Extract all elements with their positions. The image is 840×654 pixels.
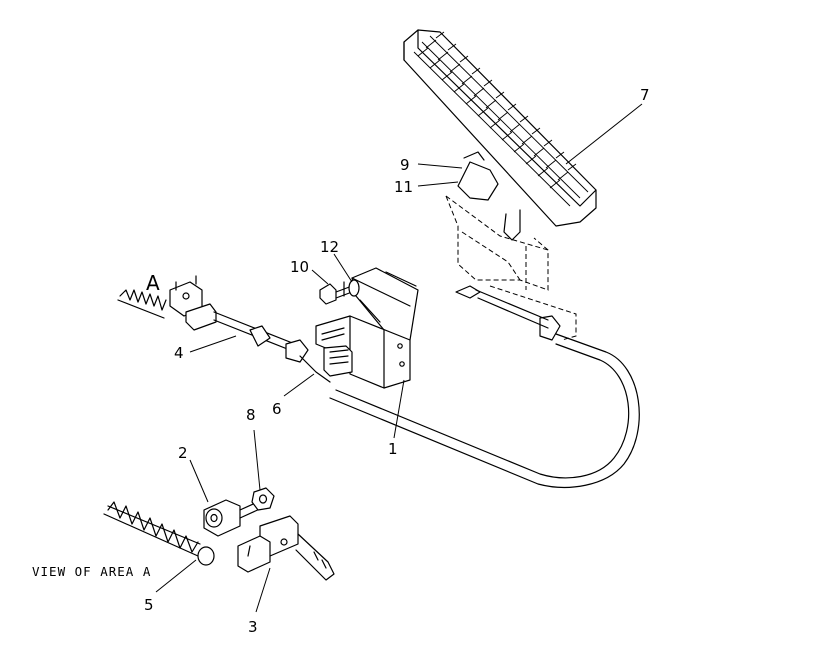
callout-1: 1 <box>388 440 398 458</box>
callout-6: 6 <box>272 400 282 418</box>
callout-3: 3 <box>248 618 258 636</box>
callout-5: 5 <box>144 596 154 614</box>
accelerator-pedal <box>403 29 597 341</box>
detail-view-a <box>103 487 335 581</box>
callout-2: 2 <box>178 444 188 462</box>
callout-8: 8 <box>246 406 256 424</box>
area-marker-a: A <box>146 271 160 295</box>
mounting-bracket <box>315 267 419 389</box>
callout-9: 9 <box>400 156 410 174</box>
cable-end-assembly <box>117 275 331 383</box>
bolt-and-washer <box>319 279 360 305</box>
pedal-tread <box>413 31 589 207</box>
callout-12: 12 <box>320 238 339 256</box>
throttle-cable <box>329 333 640 488</box>
leader-lines <box>155 103 643 613</box>
callout-4: 4 <box>174 344 184 362</box>
callout-10: 10 <box>290 258 309 276</box>
view-of-area-a-label: VIEW OF AREA A <box>32 564 151 579</box>
callout-7: 7 <box>640 86 650 104</box>
callout-labels: 7 9 11 12 10 A 4 6 1 8 2 VIEW OF AREA A … <box>32 86 650 636</box>
callout-11: 11 <box>394 178 413 196</box>
